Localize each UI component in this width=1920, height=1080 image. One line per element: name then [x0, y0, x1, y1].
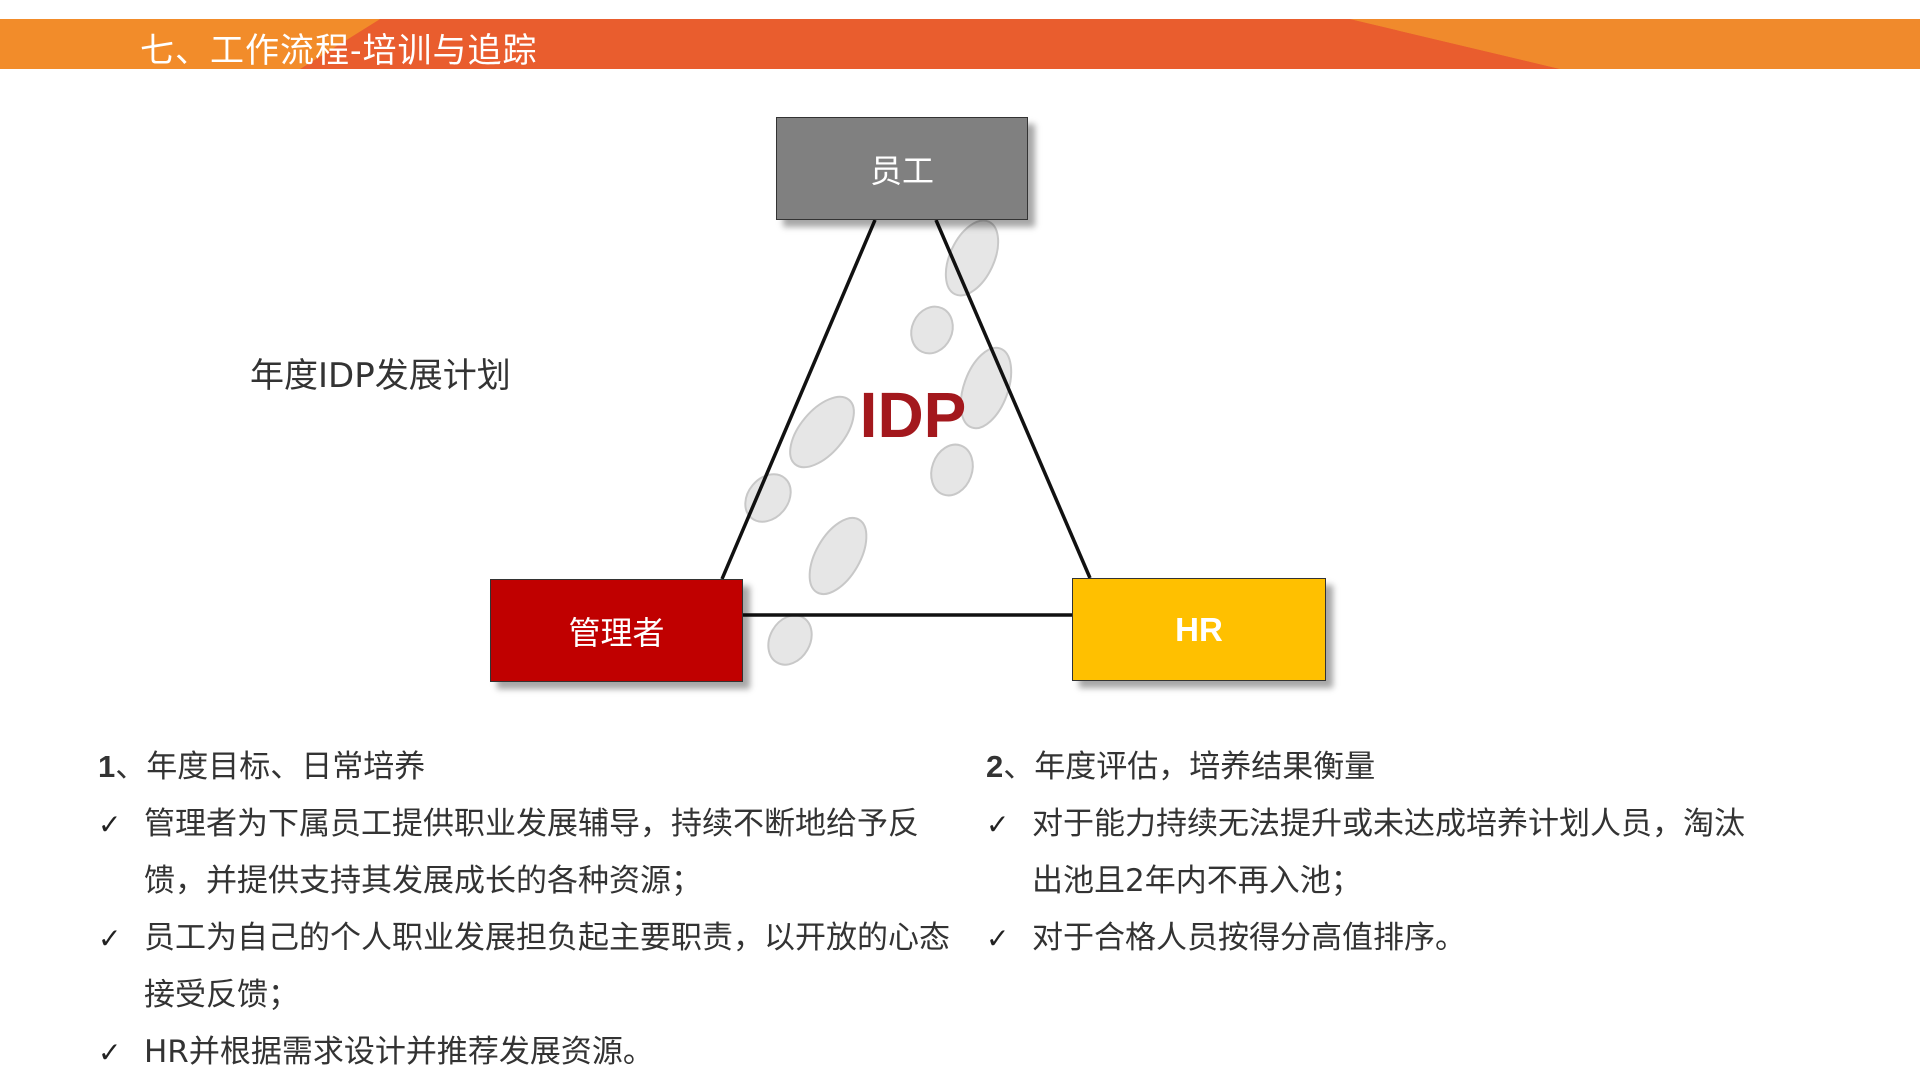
list-item-text: 员工为自己的个人职业发展担负起主要职责，以开放的心态接受反馈；: [144, 920, 950, 1013]
list-item: ✓ 对于能力持续无法提升或未达成培养计划人员，淘汰出池且2年内不再入池；: [986, 796, 1766, 910]
header-band: [0, 19, 1920, 69]
list-item: ✓ 员工为自己的个人职业发展担负起主要职责，以开放的心态接受反馈；: [98, 910, 958, 1024]
list-item: ✓ 管理者为下属员工提供职业发展辅导，持续不断地给予反馈，并提供支持其发展成长的…: [98, 796, 958, 910]
section-1-title: 、年度目标、日常培养: [115, 749, 426, 785]
section-2-number: 2: [986, 749, 1004, 784]
check-icon: ✓: [98, 922, 122, 955]
page-title: 七、工作流程-培训与追踪: [140, 31, 538, 71]
list-item-text: HR并根据需求设计并推荐发展资源。: [144, 1034, 654, 1070]
node-employee: 员工: [776, 117, 1028, 220]
list-item: ✓ 对于合格人员按得分高值排序。: [986, 910, 1766, 967]
section-2-heading: 2、年度评估，培养结果衡量: [986, 738, 1766, 796]
section-1-number: 1: [98, 749, 116, 784]
node-hr: HR: [1072, 578, 1326, 681]
header-band-decoration: [0, 19, 1920, 69]
node-manager: 管理者: [490, 579, 743, 682]
section-2-title: 、年度评估，培养结果衡量: [1003, 749, 1376, 785]
section-2: 2、年度评估，培养结果衡量 ✓ 对于能力持续无法提升或未达成培养计划人员，淘汰出…: [986, 738, 1766, 967]
list-item: ✓ HR并根据需求设计并推荐发展资源。: [98, 1024, 958, 1080]
check-icon: ✓: [98, 808, 122, 841]
check-icon: ✓: [986, 922, 1010, 955]
section-1: 1、年度目标、日常培养 ✓ 管理者为下属员工提供职业发展辅导，持续不断地给予反馈…: [98, 738, 958, 1080]
check-icon: ✓: [98, 1036, 122, 1069]
list-item-text: 对于合格人员按得分高值排序。: [1032, 920, 1466, 956]
list-item-text: 管理者为下属员工提供职业发展辅导，持续不断地给予反馈，并提供支持其发展成长的各种…: [144, 806, 919, 899]
annual-plan-label: 年度IDP发展计划: [250, 356, 511, 396]
section-1-heading: 1、年度目标、日常培养: [98, 738, 958, 796]
check-icon: ✓: [986, 808, 1010, 841]
list-item-text: 对于能力持续无法提升或未达成培养计划人员，淘汰出池且2年内不再入池；: [1032, 806, 1745, 899]
idp-center-label: IDP: [859, 379, 967, 451]
